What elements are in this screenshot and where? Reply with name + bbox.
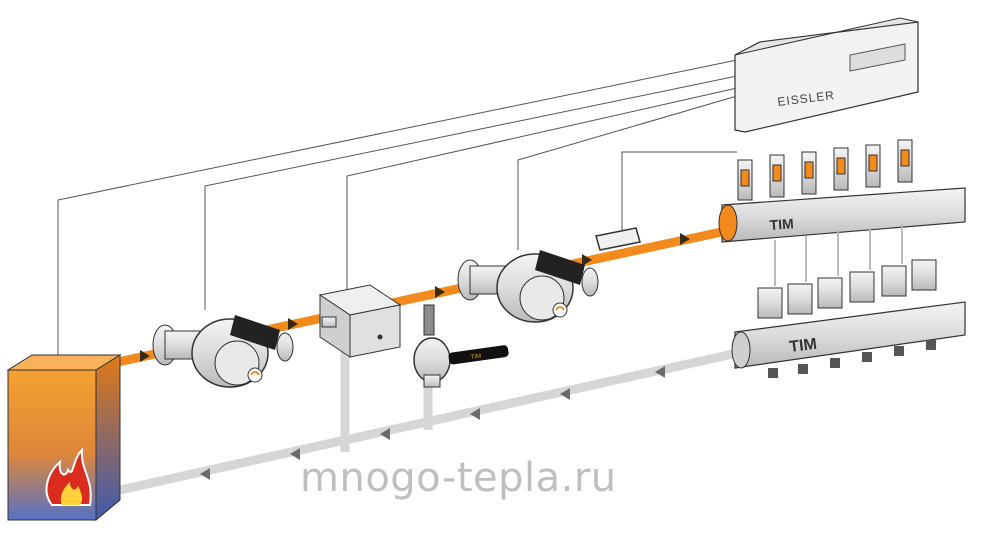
manifold-supply-brand: TIM [769,215,794,233]
supply-arrows [140,233,690,362]
mixing-valve [318,284,402,358]
manifold-return: TIM [731,224,966,378]
watermark: mnogo-tepla.ru [300,455,617,501]
controller-brand: EISSLER [777,88,836,109]
manifold-supply: TIM [718,139,966,243]
circulation-pump-1 [152,315,294,388]
temperature-sensor [595,227,641,251]
manifold-return-brand: TIM [788,336,817,356]
ball-valve-brand: TIM [470,353,481,360]
return-arrows [200,366,665,480]
control-wires [57,59,738,362]
ball-valve: TIM [413,304,509,388]
controller-box: EISSLER [734,17,919,133]
boiler-flame-icon [45,447,92,506]
boiler [6,354,122,522]
circulation-pump-2 [457,250,599,323]
